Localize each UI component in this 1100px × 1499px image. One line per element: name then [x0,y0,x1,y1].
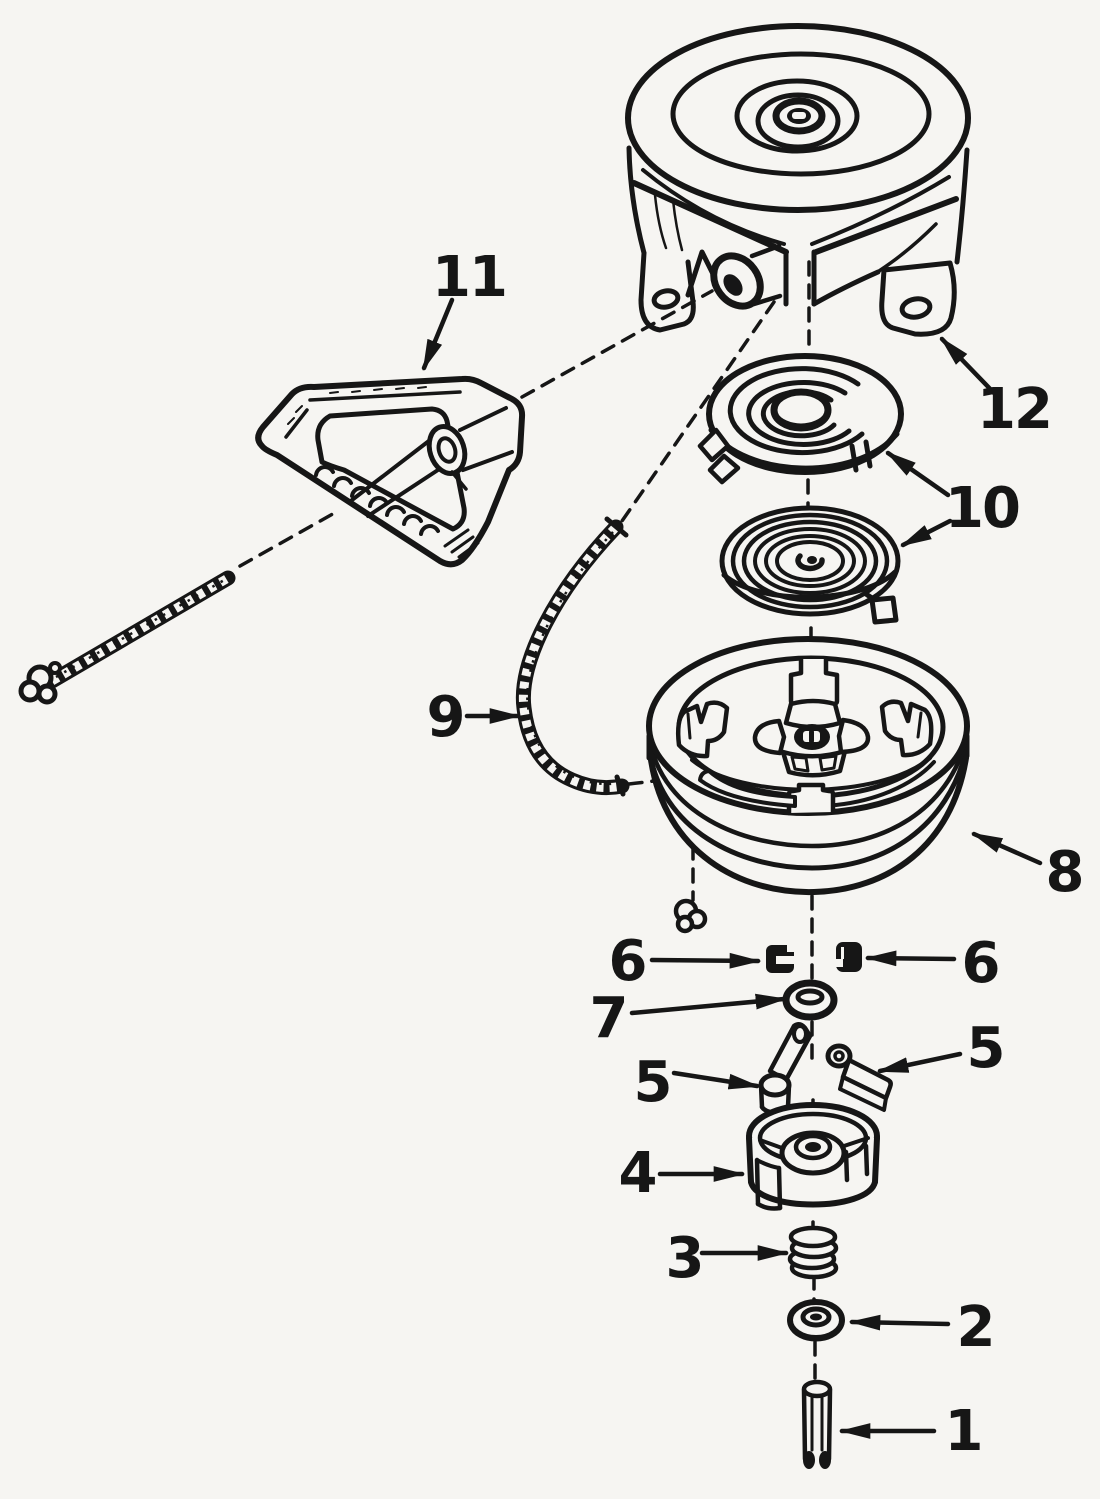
callout-6-right-label: 6 [962,931,999,996]
handle-rope-hole [436,436,458,464]
callout-2-label: 2 [957,1295,994,1360]
callout-5-right-arrow [876,1051,963,1074]
callout-5-right: 5 [876,1016,1005,1081]
part-recoil-spring [719,505,901,625]
callout-1: 1 [838,1399,983,1464]
housing-left-bolt-hole [651,288,681,310]
callout-12-label: 12 [977,377,1051,442]
callout-8-label: 8 [1046,840,1083,905]
retainer-center-hole [770,388,832,432]
callout-5-left: 5 [634,1050,761,1115]
callout-9-label: 9 [427,685,464,750]
rope-knot-handle-end [18,661,62,705]
callout-1-label: 1 [945,1399,982,1464]
part-friction-plate [746,1102,880,1211]
callout-10: 10 [885,450,1021,548]
rope-knot-pulley-end [673,898,708,934]
callout-7-label: 7 [590,986,627,1051]
pulley-pawl-pocket-left [675,700,730,759]
callout-12-arrow [939,336,999,398]
callout-6-left-label: 6 [609,929,646,994]
callout-4: 4 [619,1141,746,1206]
handle-rope-post [426,406,514,491]
callout-4-label: 4 [619,1141,656,1206]
callout-12: 12 [939,336,1053,442]
part-flat-washer-lower [787,1299,845,1342]
handle-surface-texture [287,386,427,425]
callout-8-arrow [971,831,1043,866]
callout-11-arrow [421,297,455,371]
retainer-tab-upper [697,427,731,463]
part-starter-handle [255,375,526,568]
part-retainer-clip-right [836,942,862,972]
callout-2: 2 [848,1295,995,1360]
pulley-pawl-pocket-right [879,699,934,758]
part-starter-rope-straight [18,570,236,705]
rope-axis-dash-lower [238,509,340,568]
vertical-centerline [691,260,817,1380]
callout-5-right-label: 5 [967,1016,1004,1081]
part-flat-washer-upper [782,979,838,1021]
part-spring-retainer [697,353,904,485]
recoil-spring-outer-hook [863,591,899,625]
callout-7-arrow [629,993,788,1016]
part-pawl-right [825,1043,893,1112]
callout-11: 11 [421,245,508,371]
housing-right-bolt-hole [899,296,933,320]
callouts: 1 2 3 4 5 5 6 6 [421,245,1084,1464]
callout-10-label: 10 [945,476,1019,541]
part-friction-spring [787,1225,839,1280]
callout-11-label: 11 [432,245,506,310]
retainer-tab-lower [707,453,741,485]
callout-10-arrow-spring [900,518,953,548]
friction-plate-front-slot [754,1157,783,1211]
callout-9: 9 [427,685,522,750]
callout-8: 8 [971,831,1084,905]
callout-7: 7 [590,986,788,1051]
part-roll-pin [801,1379,833,1470]
pulley-center-hub [752,698,871,778]
callout-5-left-label: 5 [634,1050,671,1115]
callout-6-right-arrow [864,950,957,967]
part-retainer-clip-left [766,945,794,973]
part-starter-housing [625,23,971,337]
handle-grip-ribs [314,465,440,536]
part-starter-rope-curved [515,516,630,797]
callout-3: 3 [666,1226,790,1291]
part-starter-pulley [646,636,970,896]
callout-10-arrow-retainer [885,450,951,498]
callout-2-arrow [848,1314,951,1331]
pulley-bottom-t-slot [786,782,836,816]
callout-5-left-arrow [671,1070,761,1090]
housing-rope-bushing [710,243,783,310]
callout-6-right: 6 [864,931,1000,996]
assembly-guide-lines [238,260,817,1380]
pulley-spring-anchor-rib [698,769,797,808]
callout-6-left-arrow [649,952,762,969]
rope-to-bushing-dash [620,300,776,523]
rope-to-pulley-dash [627,779,656,786]
callout-6-left: 6 [609,929,762,994]
rope-axis-dash-upper [520,289,714,399]
callout-3-label: 3 [666,1226,703,1291]
